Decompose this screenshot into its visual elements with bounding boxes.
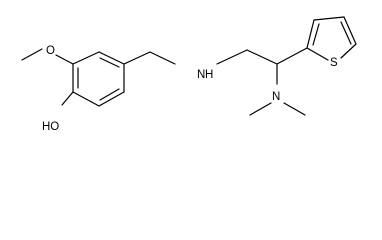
thiophene-bond	[313, 16, 345, 21]
benzyl-bond	[123, 51, 151, 65]
methoxy-methyl-bond	[21, 48, 43, 61]
ring-bond	[72, 91, 100, 107]
benzene-ring	[72, 51, 125, 107]
ring-bond	[98, 91, 125, 107]
thiophene-sulfur-label: S	[330, 57, 338, 69]
thiophene-bond	[343, 16, 357, 45]
thiophene-bond	[306, 47, 329, 61]
thiophene-bond	[340, 43, 357, 59]
n-methyl-bond-left	[249, 102, 272, 116]
amine-hydrogen-label: H	[205, 69, 213, 81]
chain-thiophene-bond	[276, 47, 308, 65]
methoxy-oxygen-label: O	[46, 45, 55, 57]
amine-ethyl-bond	[216, 49, 248, 65]
thiophene-ring	[306, 16, 357, 61]
dimethylamino-nitrogen-label: N	[272, 91, 280, 103]
thiophene-double-bond	[340, 21, 352, 45]
chemical-structure: O HO N H N S	[21, 16, 357, 133]
amine-nitrogen-label: N	[197, 69, 205, 81]
hydroxyl-label: HO	[42, 121, 59, 133]
aryl-hydroxyl-bond	[61, 91, 74, 106]
n-methyl-bond-right	[283, 102, 306, 116]
thiophene-bond	[306, 19, 315, 49]
ring-double-bond	[99, 88, 120, 101]
ring-bond	[72, 51, 100, 65]
ring-bond	[98, 51, 125, 65]
benzyl-amine-bond	[149, 51, 176, 65]
ring-double-bond	[99, 57, 120, 68]
ethyl-bond	[246, 49, 278, 65]
thiophene-double-bond	[312, 23, 320, 46]
aryl-oxygen-bond	[55, 54, 74, 65]
